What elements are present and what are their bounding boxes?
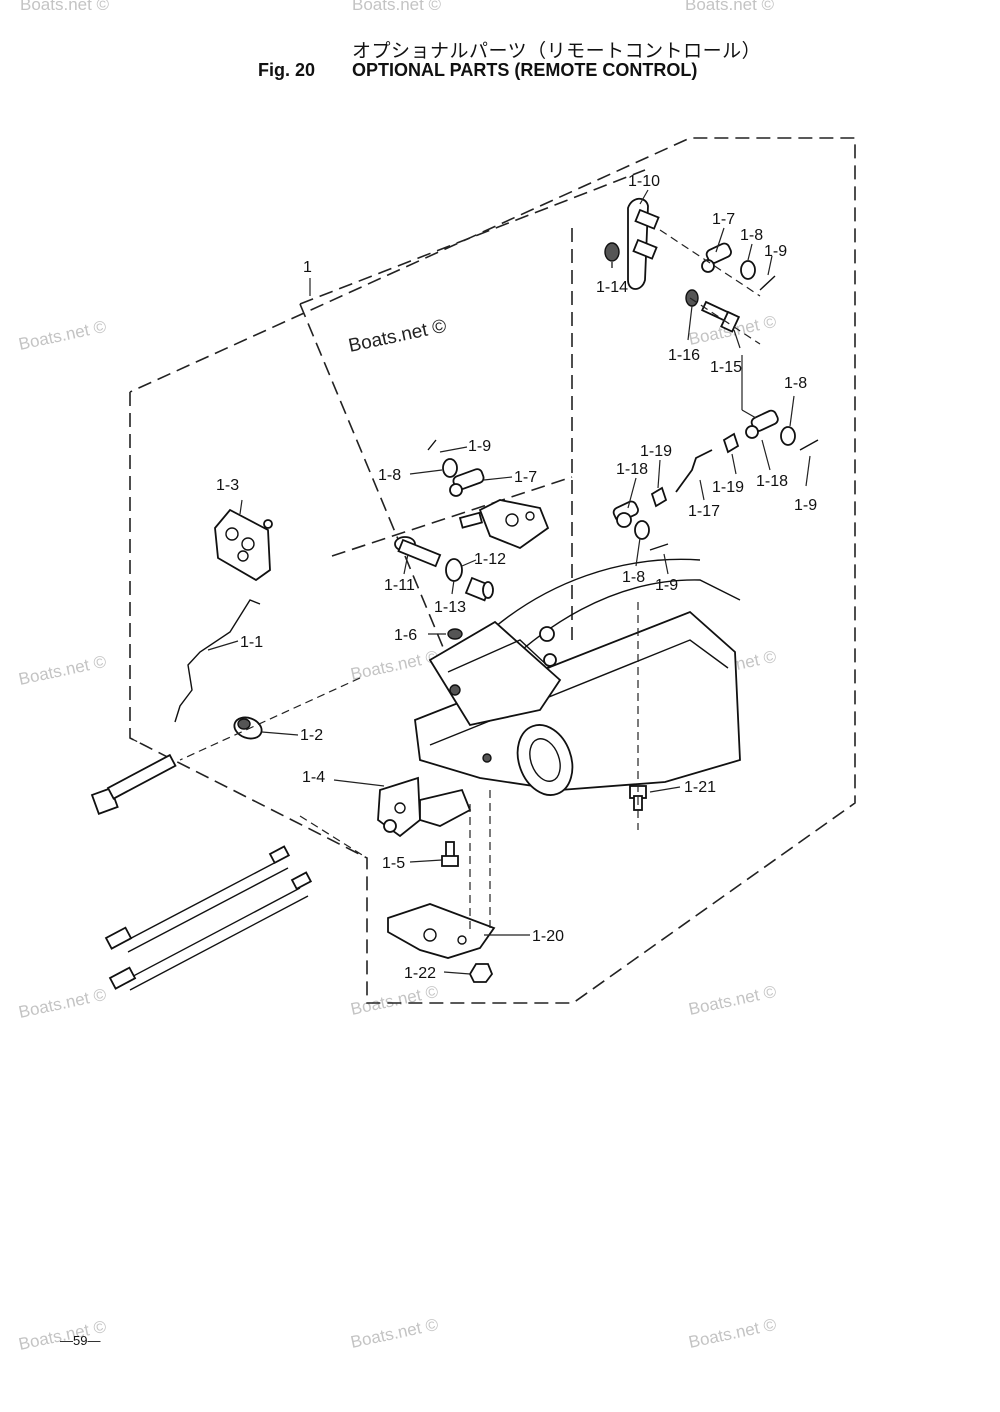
- part-1-3-cover: [214, 508, 273, 582]
- part-1-15-bolt: [701, 300, 741, 333]
- callout-1-2: 1-2: [300, 727, 323, 744]
- callout-1-21: 1-21: [684, 779, 716, 796]
- callout-1-16: 1-16: [668, 347, 700, 364]
- callout-1-8: 1-8: [622, 569, 645, 586]
- callout-1-15: 1-15: [710, 359, 742, 376]
- callout-1-3: 1-3: [216, 477, 239, 494]
- figure-title-english: OPTIONAL PARTS (REMOTE CONTROL): [352, 60, 698, 80]
- remote-cables: [104, 845, 313, 991]
- watermark-text: Boats.net ©: [687, 982, 779, 1019]
- part-1-8-washer-lower: [634, 520, 650, 540]
- callout-1-8: 1-8: [740, 227, 763, 244]
- shift-lever-plate: [458, 499, 550, 550]
- callout-1-13: 1-13: [434, 599, 466, 616]
- part-1-9-clip-right: [799, 439, 819, 451]
- part-1-8-washer-left: [442, 458, 458, 478]
- callout-1-8: 1-8: [784, 375, 807, 392]
- part-1-20-plate: [387, 903, 496, 959]
- watermark-text: Boats.net ©: [17, 317, 109, 354]
- part-1-13-washer: [445, 558, 463, 582]
- part-1-4-bracket: [377, 776, 472, 838]
- part-1-8-washer-upper: [740, 260, 756, 280]
- part-1-14-washer: [604, 242, 620, 262]
- part-1-10-link: [627, 197, 660, 290]
- page-number: —59—: [60, 1333, 101, 1348]
- watermark-text: Boats.net ©: [685, 0, 775, 14]
- callout-1-18: 1-18: [616, 461, 648, 478]
- callout-1-20: 1-20: [532, 928, 564, 945]
- callout-1-19: 1-19: [712, 479, 744, 496]
- callout-1-22: 1-22: [404, 965, 436, 982]
- part-1-19-nut-right: [722, 432, 740, 454]
- callout-1-19: 1-19: [640, 443, 672, 460]
- assembly-boundary: [129, 137, 856, 1004]
- part-1-1-link-rod: [174, 599, 261, 723]
- part-1-6-nut: [447, 628, 463, 640]
- callout-1-7: 1-7: [514, 469, 537, 486]
- watermark-text: Boats.net ©: [17, 652, 109, 689]
- part-1-16-washer: [685, 289, 699, 307]
- watermark-text: Boats.net ©: [349, 982, 441, 1019]
- part-1-5-bolt: [441, 841, 459, 867]
- part-1-11-pin: [394, 536, 442, 568]
- part-1-12-bushing: [464, 576, 494, 602]
- leader-dashed-lines: [129, 229, 761, 930]
- part-1-17-rod: [675, 449, 713, 493]
- callout-1-9: 1-9: [468, 438, 491, 455]
- figure-number: Fig. 20: [258, 60, 316, 80]
- part-1-9-clip-lower: [649, 543, 669, 551]
- callout-1-14: 1-14: [596, 279, 628, 296]
- part-1-2-grommet: [233, 716, 263, 740]
- part-1-9-clip-upper: [759, 275, 776, 291]
- watermark-text: Boats.net ©: [352, 0, 442, 14]
- callout-1-9: 1-9: [794, 497, 817, 514]
- watermark-text: Boats.net ©: [17, 985, 109, 1022]
- part-1-18-joint-left: [612, 500, 639, 528]
- callout-1-12: 1-12: [474, 551, 506, 568]
- watermark-text: Boats.net ©: [687, 1315, 779, 1352]
- watermark-text: Boats.net ©: [20, 0, 110, 14]
- bracket-frame: [414, 558, 741, 796]
- part-1-8-washer-right: [780, 426, 796, 446]
- callout-labels: 1 1-10 1-7 1-8 1-9 1-14 1-16 1-15 1-8 1-…: [216, 173, 817, 982]
- part-1-18-joint-right: [745, 409, 779, 439]
- watermark-main: Boats.net ©: [347, 316, 449, 357]
- callout-1-9: 1-9: [655, 577, 678, 594]
- part-1-7-joint-left: [449, 468, 485, 497]
- part-1-22-nut: [468, 963, 494, 983]
- callout-assembly: 1: [303, 259, 312, 276]
- watermark-text: Boats.net ©: [349, 1315, 441, 1352]
- callout-1-6: 1-6: [394, 627, 417, 644]
- callout-1-17: 1-17: [688, 503, 720, 520]
- callout-1-11: 1-11: [384, 577, 415, 594]
- part-1-7-joint-upper: [701, 242, 732, 273]
- part-1-9-clip-left: [427, 439, 437, 451]
- callout-1-10: 1-10: [628, 173, 660, 190]
- throttle-shaft: [90, 753, 177, 815]
- callout-1-8: 1-8: [378, 467, 401, 484]
- figure-title-japanese: オプショナルパーツ（リモートコントロール）: [352, 40, 762, 62]
- part-1-19-nut-left: [650, 486, 668, 508]
- callout-1-1: 1-1: [240, 634, 263, 651]
- callout-1-4: 1-4: [302, 769, 325, 786]
- callout-1-9: 1-9: [764, 243, 787, 260]
- callout-1-5: 1-5: [382, 855, 405, 872]
- callout-1-18: 1-18: [756, 473, 788, 490]
- callout-1-7: 1-7: [712, 211, 735, 228]
- leader-lines: [207, 189, 811, 975]
- watermark-text: Boats.net ©: [349, 647, 441, 684]
